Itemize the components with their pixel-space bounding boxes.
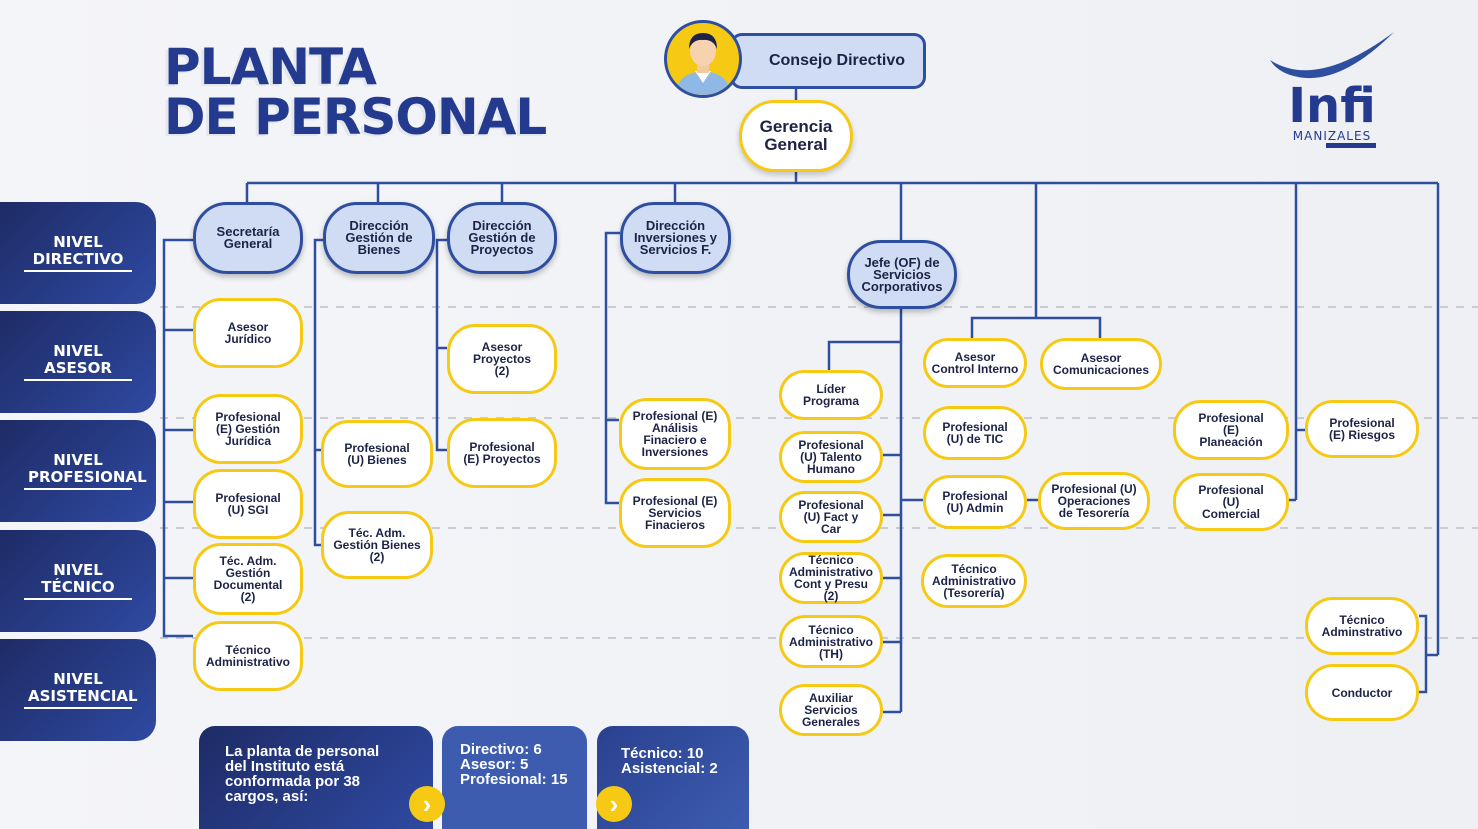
prof-admin-node: Profesional (U) Admin — [923, 475, 1027, 529]
lider-programa-node: Líder Programa — [779, 370, 883, 420]
asesor-comunicaciones-node: Asesor Comunicaciones — [1040, 338, 1162, 390]
secretaria-general-node: Secretaría General — [193, 202, 303, 274]
summary-intro-card: La planta de personal del Instituto está… — [199, 726, 433, 829]
tec-gestion-bienes-node: Téc. Adm. Gestión Bienes (2) — [321, 511, 433, 579]
tecnico-administrativo-node: Técnico Administrativo — [193, 621, 303, 691]
prof-proyectos-node: Profesional (E) Proyectos — [447, 418, 557, 488]
gerencia-general-node: Gerencia General — [739, 100, 853, 172]
person-avatar-icon — [664, 20, 742, 98]
auxiliar-servicios-node: Auxiliar Servicios Generales — [779, 684, 883, 736]
level-asesor: NIVEL ASESOR — [0, 311, 156, 413]
level-label: NIVEL TÉCNICO — [24, 562, 132, 600]
summary-counts-text-1: Directivo: 6 Asesor: 5 Profesional: 15 — [460, 741, 568, 788]
tec-cont-presu-node: Técnico Administrativo Cont y Presu (2) — [779, 552, 883, 604]
level-label: NIVEL ASESOR — [24, 343, 132, 381]
direccion-proyectos-node: Dirección Gestión de Proyectos — [447, 202, 557, 274]
summary-counts-text-2: Técnico: 10 Asistencial: 2 — [621, 745, 718, 777]
chevron-right-icon[interactable]: › — [409, 786, 445, 822]
consejo-directivo-label: Consejo Directivo — [768, 52, 905, 69]
prof-fact-car-node: Profesional (U) Fact y Car — [779, 491, 883, 543]
level-label: NIVEL PROFESIONAL — [24, 452, 147, 490]
direccion-bienes-node: Dirección Gestión de Bienes — [323, 202, 435, 274]
direccion-inversiones-node: Dirección Inversiones y Servicios F. — [620, 202, 731, 274]
summary-counts-card-1: Directivo: 6 Asesor: 5 Profesional: 15 — [442, 726, 587, 829]
prof-bienes-node: Profesional (U) Bienes — [321, 420, 433, 488]
asesor-proyectos-node: Asesor Proyectos (2) — [447, 324, 557, 394]
prof-talento-humano-node: Profesional (U) Talento Humano — [779, 431, 883, 483]
consejo-directivo-box: Consejo Directivo — [730, 33, 926, 89]
summary-intro-text: La planta de personal del Instituto está… — [225, 743, 380, 805]
asesor-juridico-node: Asesor Jurídico — [193, 298, 303, 368]
level-directivo: NIVEL DIRECTIVO — [0, 202, 156, 304]
tec-admin-th-node: Técnico Administrativo (TH) — [779, 615, 883, 668]
prof-operaciones-tesoreria-node: Profesional (U) Operaciones de Tesorería — [1038, 472, 1150, 530]
level-label: NIVEL DIRECTIVO — [24, 234, 132, 272]
title-line-2: DE PERSONAL — [164, 88, 547, 146]
prof-tic-node: Profesional (U) de TIC — [923, 406, 1027, 460]
level-tecnico: NIVEL TÉCNICO — [0, 530, 156, 632]
tec-admin-tesoreria-node: Técnico Administrativo (Tesorería) — [921, 554, 1027, 608]
svg-text:MANIZALES: MANIZALES — [1293, 129, 1371, 143]
level-asistencial: NIVEL ASISTENCIAL — [0, 639, 156, 741]
asesor-control-interno-node: Asesor Control Interno — [923, 338, 1027, 388]
prof-planeacion-node: Profesional (E) Planeación — [1173, 400, 1289, 460]
conductor-node: Conductor — [1305, 664, 1419, 721]
level-profesional: NIVEL PROFESIONAL — [0, 420, 156, 522]
prof-comercial-node: Profesional (U) Comercial — [1173, 473, 1289, 531]
svg-text:Infi: Infi — [1288, 78, 1376, 134]
prof-riesgos-node: Profesional (E) Riesgos — [1305, 400, 1419, 458]
jefe-oficina-node: Jefe (OF) de Servicios Corporativos — [847, 240, 957, 309]
prof-gestion-juridica-node: Profesional (E) Gestión Jurídica — [193, 394, 303, 464]
page-title: PLANTA DE PERSONAL — [164, 38, 547, 146]
prof-analisis-financiero-node: Profesional (E) Análisis Finaciero e Inv… — [619, 398, 731, 470]
level-label: NIVEL ASISTENCIAL — [24, 671, 138, 709]
prof-servicios-financieros-node: Profesional (E) Servicios Finacieros — [619, 478, 731, 548]
title-line-1: PLANTA — [164, 38, 377, 96]
chevron-right-icon[interactable]: › — [596, 786, 632, 822]
tec-gestion-documental-node: Téc. Adm. Gestión Documental (2) — [193, 543, 303, 615]
tec-administrativo-node: Técnico Adminstrativo — [1305, 597, 1419, 655]
prof-sgi-node: Profesional (U) SGI — [193, 469, 303, 539]
infi-manizales-logo: Infi MANIZALES — [1266, 30, 1398, 155]
summary-counts-card-2: Técnico: 10 Asistencial: 2 — [597, 726, 749, 829]
